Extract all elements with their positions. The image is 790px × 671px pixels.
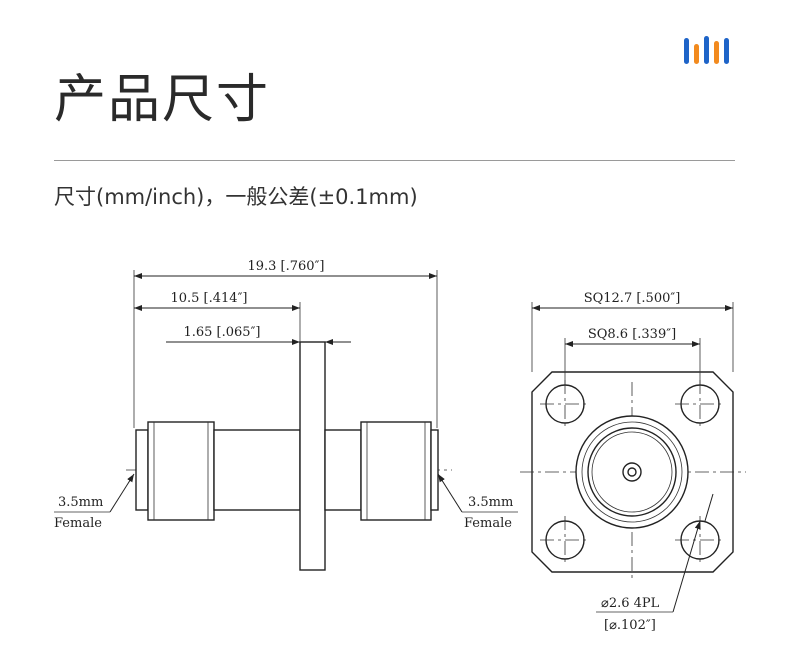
left-port-gender: Female <box>54 516 102 531</box>
right-connector <box>324 421 439 521</box>
connector-face <box>575 415 689 529</box>
flange-square-label: SQ12.7 [.500″] <box>584 291 681 306</box>
hole-diameter-label: ⌀2.6 4PL <box>601 596 660 611</box>
page-title: 产品尺寸 <box>54 70 271 130</box>
mounting-holes <box>540 380 725 564</box>
hole-diameter-inch-label: [⌀.102″] <box>604 618 656 633</box>
left-port-size: 3.5mm <box>58 495 103 510</box>
overall-length-label: 19.3 [.760″] <box>247 259 324 274</box>
flange-position-label: 10.5 [.414″] <box>170 291 247 306</box>
right-port-size: 3.5mm <box>468 495 513 510</box>
subtitle: 尺寸(mm/inch)，一般公差(±0.1mm) <box>54 185 418 209</box>
front-view: SQ12.7 [.500″] SQ8.6 [.339″] ⌀2.6 4PL [⌀… <box>520 291 746 633</box>
side-view: 19.3 [.760″] 10.5 [.414″] 1.65 [.065″] 3… <box>54 259 518 571</box>
brand-logo <box>684 36 729 64</box>
right-port-gender: Female <box>464 516 512 531</box>
left-connector <box>135 421 301 521</box>
title-divider <box>54 160 735 161</box>
flange-thickness-label: 1.65 [.065″] <box>183 325 260 340</box>
hole-spacing-label: SQ8.6 [.339″] <box>588 327 676 342</box>
flange <box>299 341 326 571</box>
